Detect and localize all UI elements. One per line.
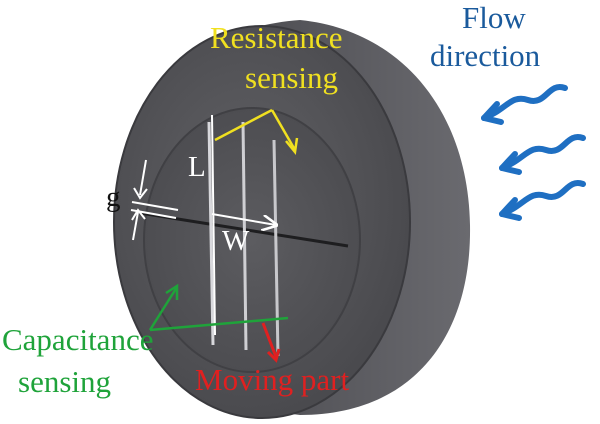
flow-label-line1: Flow xyxy=(462,0,526,35)
flow-label-line2: direction xyxy=(430,38,541,73)
resistance-label-line2: sensing xyxy=(245,60,338,95)
moving-part-pointer xyxy=(261,322,281,363)
flow-arrows xyxy=(481,84,586,221)
inner-recess xyxy=(143,107,361,373)
housing xyxy=(113,20,471,419)
width-label: W xyxy=(222,225,250,257)
gap-label: g xyxy=(106,181,121,213)
resistance-label-line1: Resistance xyxy=(210,20,343,55)
capacitance-pointer xyxy=(148,283,289,332)
wavy-arrow-icon xyxy=(499,180,586,221)
face-rim xyxy=(113,25,411,419)
resistance-pointer xyxy=(214,108,299,155)
gap-dimension xyxy=(130,159,179,241)
gap-arrow-bottom xyxy=(132,211,139,241)
length-label: L xyxy=(188,151,206,183)
beam-2 xyxy=(241,121,248,351)
capacitance-label-line1: Capacitance xyxy=(2,322,154,357)
gap-arrow-top xyxy=(139,159,147,196)
wavy-arrow-icon xyxy=(481,84,568,125)
beam-1 xyxy=(207,121,215,346)
moving-part-label: Moving part xyxy=(195,362,350,397)
capacitance-label-line2: sensing xyxy=(18,364,111,399)
width-dimension-arrow xyxy=(211,213,276,225)
wavy-arrow-icon xyxy=(499,134,586,175)
length-dimension-line xyxy=(211,114,216,336)
